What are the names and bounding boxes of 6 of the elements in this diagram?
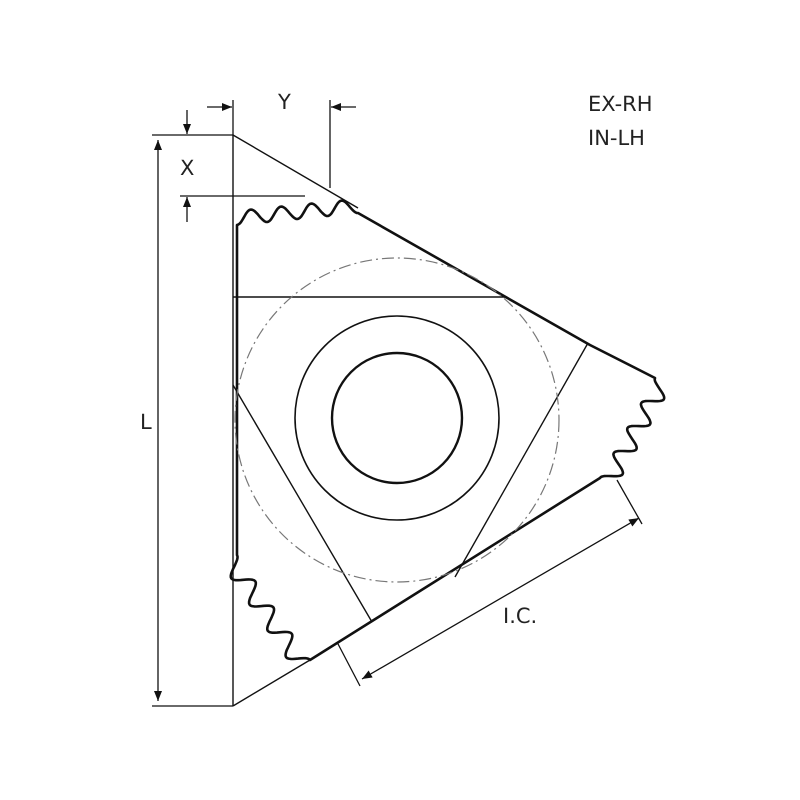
dimension-label: X [180, 158, 194, 179]
dimension-label: L [140, 412, 152, 433]
variant-label: EX-RH [588, 94, 653, 115]
variant-label: IN-LH [588, 128, 645, 149]
dimension-label: I.C. [503, 606, 538, 627]
dimension-label: Y [278, 92, 291, 113]
